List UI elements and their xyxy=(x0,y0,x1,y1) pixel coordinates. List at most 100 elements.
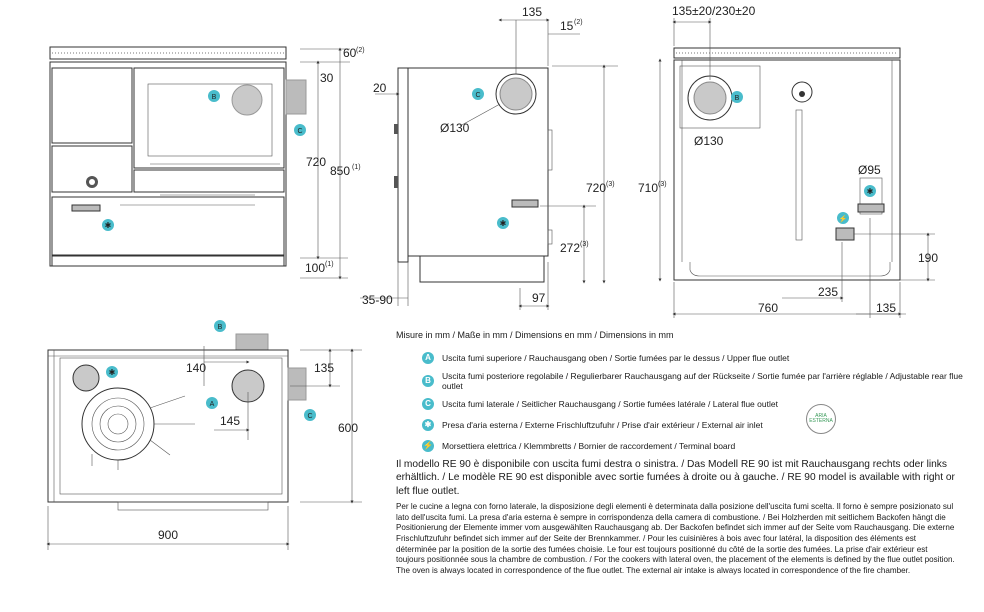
plan-dim-900: 900 xyxy=(158,528,178,542)
side-dim-3590: 35-90 xyxy=(362,293,393,307)
legend-item-b: B Uscita fumi posteriore regolabile / Re… xyxy=(396,369,966,394)
rear-badge-air xyxy=(864,185,876,197)
front-oven-door xyxy=(133,67,285,169)
rear-dim-760: 760 xyxy=(758,301,778,315)
svg-text:✱: ✱ xyxy=(867,187,874,196)
front-view: B C ✱ 60 (2) 30 720 850 (1) 100 (1) xyxy=(49,46,365,280)
legend-item-label: Presa d'aria esterna / Externe Frischluf… xyxy=(442,419,763,430)
side-dim-97: 97 xyxy=(532,291,546,305)
front-badge-b xyxy=(208,90,220,102)
badge-a-icon: A xyxy=(422,352,434,365)
rear-dim-190: 190 xyxy=(918,251,938,265)
rear-dim-135b: 135 xyxy=(876,301,896,315)
svg-text:(3): (3) xyxy=(580,241,589,248)
external-air-logo: ARIA ESTERNA xyxy=(806,404,836,434)
svg-text:C: C xyxy=(297,128,302,135)
rear-air-box xyxy=(859,177,883,215)
side-dim-20: 20 xyxy=(373,81,387,95)
legend-item-label: Uscita fumi superiore / Rauchausgang obe… xyxy=(442,352,790,363)
front-flue-b xyxy=(231,84,263,116)
rear-view: B ✱ ⚡ 135±20/230±20 Ø130 710 (3) Ø95 190… xyxy=(638,4,938,318)
plan-rings xyxy=(81,387,155,461)
plan-dim-600: 600 xyxy=(338,421,358,435)
plan-badge-c xyxy=(304,409,316,421)
plan-dim-145: 145 xyxy=(220,414,240,428)
svg-text:(2): (2) xyxy=(574,19,583,26)
legend: Misure in mm / Maße in mm / Dimensions e… xyxy=(396,330,966,457)
svg-text:A: A xyxy=(210,401,215,408)
svg-text:(3): (3) xyxy=(658,181,667,188)
front-plinth xyxy=(51,255,285,267)
front-dim-100: 100 xyxy=(305,261,325,275)
layout-note: Per le cucine a legna con forno laterale… xyxy=(396,502,955,576)
rear-dim-135: 135±20/230±20 xyxy=(672,4,756,18)
plan-badge-b xyxy=(214,320,226,332)
plan-flue-c xyxy=(287,367,307,401)
svg-text:C: C xyxy=(475,92,480,99)
rear-dim-95: Ø95 xyxy=(858,163,881,177)
side-dim-130: Ø130 xyxy=(440,121,470,135)
front-hob-top xyxy=(49,46,287,60)
front-lower-panel xyxy=(51,196,285,256)
legend-item-terminal: ⚡ Morsettiera elettrica / Klemmbretts / … xyxy=(396,436,966,457)
legend-title: Misure in mm / Maße in mm / Dimensions e… xyxy=(396,330,674,340)
rear-base xyxy=(689,262,891,277)
plan-view: B A C ✱ 140 135 145 600 900 xyxy=(46,320,362,550)
plan-hob xyxy=(59,357,283,495)
legend-item-label: Morsettiera elettrica / Klemmbretts / Bo… xyxy=(442,440,736,451)
plan-handle xyxy=(117,501,269,511)
side-view: C ✱ 135 15 (2) 20 Ø130 720 (3) 272 (3) 3… xyxy=(360,5,618,310)
side-flue-c xyxy=(499,77,533,111)
front-oven-glass xyxy=(147,83,273,157)
legend-item-label: Uscita fumi posteriore regolabile / Regu… xyxy=(442,370,963,392)
rear-top xyxy=(673,47,901,59)
plan-badge-a xyxy=(206,397,218,409)
svg-text:✱: ✱ xyxy=(500,219,507,228)
front-dim-30: 30 xyxy=(320,71,334,85)
front-drawer xyxy=(133,169,285,193)
side-badge-c xyxy=(472,88,484,100)
svg-text:B: B xyxy=(735,95,740,102)
front-firebox-door xyxy=(51,145,133,193)
rear-dim-710: 710 xyxy=(638,181,658,195)
side-dim-15: 15 xyxy=(560,19,574,33)
front-dim-60: 60 xyxy=(343,46,357,60)
plug-icon: ⚡ xyxy=(422,440,434,453)
rear-badge-b xyxy=(731,91,743,103)
front-upper-door xyxy=(51,67,133,144)
rear-flue-plate xyxy=(679,65,761,129)
front-badge-air xyxy=(102,219,114,231)
legend-item-c: C Uscita fumi laterale / Seitlicher Rauc… xyxy=(396,394,966,415)
badge-c-icon: C xyxy=(422,398,434,411)
front-dim-850: 850 xyxy=(330,164,350,178)
plan-badge-air xyxy=(106,366,118,378)
svg-text:(3): (3) xyxy=(606,181,615,188)
side-dim-720: 720 xyxy=(586,181,606,195)
svg-text:C: C xyxy=(307,413,312,420)
front-badge-c xyxy=(294,124,306,136)
rear-dim-130: Ø130 xyxy=(694,134,724,148)
plan-air xyxy=(72,364,100,392)
badge-b-icon: B xyxy=(422,375,434,388)
svg-text:✱: ✱ xyxy=(109,368,116,377)
svg-text:⚡: ⚡ xyxy=(839,214,848,223)
rear-terminal-board xyxy=(835,227,855,241)
plan-dim-135: 135 xyxy=(314,361,334,375)
front-dim-720: 720 xyxy=(306,155,326,169)
model-note: Il modello RE 90 è disponibile con uscit… xyxy=(396,459,955,497)
side-front-edge xyxy=(397,67,409,263)
front-air-inlet xyxy=(71,204,101,212)
svg-text:B: B xyxy=(212,94,217,101)
front-flue-c xyxy=(285,79,307,115)
legend-item-a: A Uscita fumi superiore / Rauchausgang o… xyxy=(396,348,966,369)
side-air-inlet xyxy=(511,199,539,208)
air-inlet-icon: ✱ xyxy=(422,419,434,432)
svg-text:B: B xyxy=(218,324,223,331)
svg-text:(2): (2) xyxy=(356,47,365,54)
plan-flue-b xyxy=(235,333,269,351)
svg-text:(1): (1) xyxy=(352,164,361,171)
svg-text:✱: ✱ xyxy=(105,221,112,230)
legend-item-air: ✱ Presa d'aria esterna / Externe Frischl… xyxy=(396,415,966,436)
rear-air-inlet xyxy=(857,203,885,213)
